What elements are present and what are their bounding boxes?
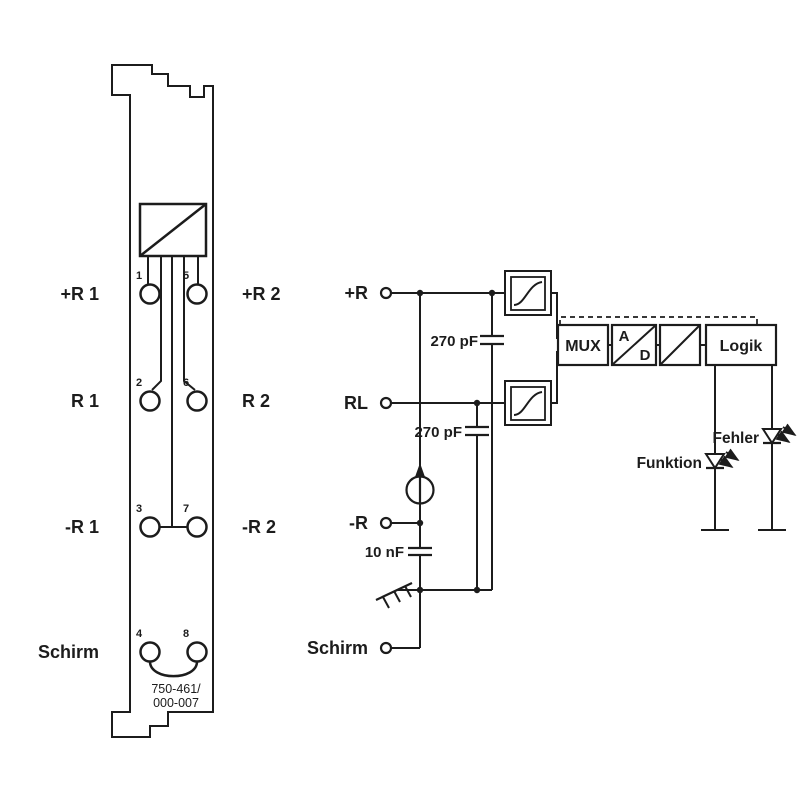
- module-outline: [111, 64, 214, 738]
- module-terminal-numbers: 1 5 2 6 3 7 4 8: [136, 270, 189, 640]
- block-schematic: +R RL -R Schirm 270 pF 270 pF 10 nF: [307, 270, 797, 658]
- label-plus-r2: +R 2: [242, 284, 281, 304]
- module-terminal-labels: +R 1 +R 2 R 1 R 2 -R 1 -R 2 Schirm: [38, 284, 281, 662]
- terminal-3-contact: [139, 516, 161, 538]
- input-terminal-rl: [379, 396, 393, 410]
- isolation-block: [658, 323, 702, 367]
- label-minus-r1: -R 1: [65, 517, 99, 537]
- terminal-5-contact: [186, 283, 208, 305]
- filter-block-2: [504, 380, 552, 426]
- terminal-2-number: 2: [136, 377, 142, 389]
- terminal-5-number: 5: [183, 270, 189, 282]
- logik-box: [704, 323, 778, 367]
- module-terminals: [139, 283, 208, 663]
- capacitor-value: 270 pF: [430, 333, 478, 350]
- capacitor-270pf-1: 270 pF: [430, 333, 504, 350]
- mux-label: MUX: [565, 338, 601, 355]
- isolation-diagonal: [659, 324, 701, 366]
- mux-block: MUX: [556, 323, 610, 367]
- terminal-8-number: 8: [183, 628, 189, 640]
- module-internal-wiring: [147, 256, 199, 678]
- wire-to-terminal-6: [183, 256, 196, 391]
- led-arrow: [724, 448, 740, 461]
- junction-dot: [473, 586, 481, 594]
- led-arrow: [781, 423, 797, 436]
- led-triangle: [704, 453, 726, 470]
- input-label-rl: RL: [344, 393, 368, 413]
- led-arrow: [718, 455, 734, 468]
- chassis-ground-icon: [375, 582, 420, 609]
- input-label-minus-r: -R: [349, 513, 368, 533]
- terminal-4-contact: [139, 641, 161, 663]
- filter-curve: [513, 391, 543, 416]
- terminal-7-number: 7: [183, 503, 189, 515]
- terminal-3-number: 3: [136, 503, 142, 515]
- terminal-4-number: 4: [136, 628, 143, 640]
- label-r2: R 2: [242, 391, 270, 411]
- input-terminal-plus-r: [379, 286, 393, 300]
- input-label-plus-r: +R: [344, 283, 368, 303]
- part-number-line1: 750-461/: [151, 682, 201, 696]
- terminal-6-contact: [186, 390, 208, 412]
- current-source: [405, 463, 435, 505]
- led-lines: [701, 365, 786, 531]
- filter-inner-box: [510, 386, 546, 421]
- ad-converter-block: A D: [610, 323, 658, 367]
- module-part-number: 750-461/ 000-007: [151, 682, 201, 710]
- fehler-led-icon: Fehler: [712, 423, 797, 447]
- capacitor-value: 10 nF: [365, 544, 404, 561]
- input-label-schirm: Schirm: [307, 638, 368, 658]
- label-r1: R 1: [71, 391, 99, 411]
- dashed-control-line: [559, 316, 758, 325]
- filter-inner-box: [510, 276, 546, 311]
- capacitor-10nf: 10 nF: [365, 544, 432, 561]
- logik-block: Logik: [704, 323, 778, 367]
- funktion-led-icon: Funktion: [637, 448, 740, 472]
- logik-label: Logik: [720, 338, 763, 355]
- junction-dot: [488, 289, 496, 297]
- module-converter-symbol: [138, 202, 208, 258]
- ad-diagonal: [611, 324, 657, 366]
- input-terminal-minus-r: [379, 516, 393, 530]
- capacitor-270pf-2: 270 pF: [414, 424, 489, 441]
- fehler-led-label: Fehler: [712, 430, 759, 447]
- terminal-6-number: 6: [183, 377, 189, 389]
- bridge-terminal-4-8: [148, 661, 199, 678]
- label-schirm-module: Schirm: [38, 642, 99, 662]
- junction-dots: [416, 289, 496, 594]
- ground-hatch: [393, 590, 401, 603]
- terminal-8-contact: [186, 641, 208, 663]
- io-module: 1 5 2 6 3 7 4 8 +R 1 +R 2 R 1 R 2 -R 1 -…: [38, 64, 281, 738]
- ground-hatch: [382, 596, 390, 609]
- label-minus-r2: -R 2: [242, 517, 276, 537]
- led-triangle: [761, 428, 783, 445]
- schematic-wires: [391, 292, 758, 649]
- label-plus-r1: +R 1: [60, 284, 99, 304]
- terminal-2-contact: [139, 390, 161, 412]
- part-number-line2: 000-007: [153, 696, 199, 710]
- terminal-7-contact: [186, 516, 208, 538]
- led-arrow: [775, 430, 791, 443]
- junction-dot: [416, 519, 424, 527]
- terminal-1-contact: [139, 283, 161, 305]
- mux-box: [556, 323, 610, 367]
- filter-curve: [513, 281, 543, 306]
- funktion-led-label: Funktion: [637, 455, 702, 472]
- ad-label-digital: D: [640, 347, 651, 364]
- filter-block-1: [504, 270, 552, 316]
- converter-diagonal: [139, 203, 207, 257]
- ground-hatch: [404, 585, 412, 598]
- junction-dot: [473, 399, 481, 407]
- ad-label-analog: A: [619, 328, 630, 345]
- input-terminal-schirm: [379, 641, 393, 655]
- capacitor-value: 270 pF: [414, 424, 462, 441]
- wire-to-terminal-2: [151, 256, 162, 391]
- current-source-arrowhead: [415, 463, 425, 477]
- filter-outer-box: [504, 380, 552, 426]
- terminal-1-number: 1: [136, 270, 142, 282]
- schematic-inputs: +R RL -R Schirm: [307, 283, 393, 658]
- junction-dot: [416, 289, 424, 297]
